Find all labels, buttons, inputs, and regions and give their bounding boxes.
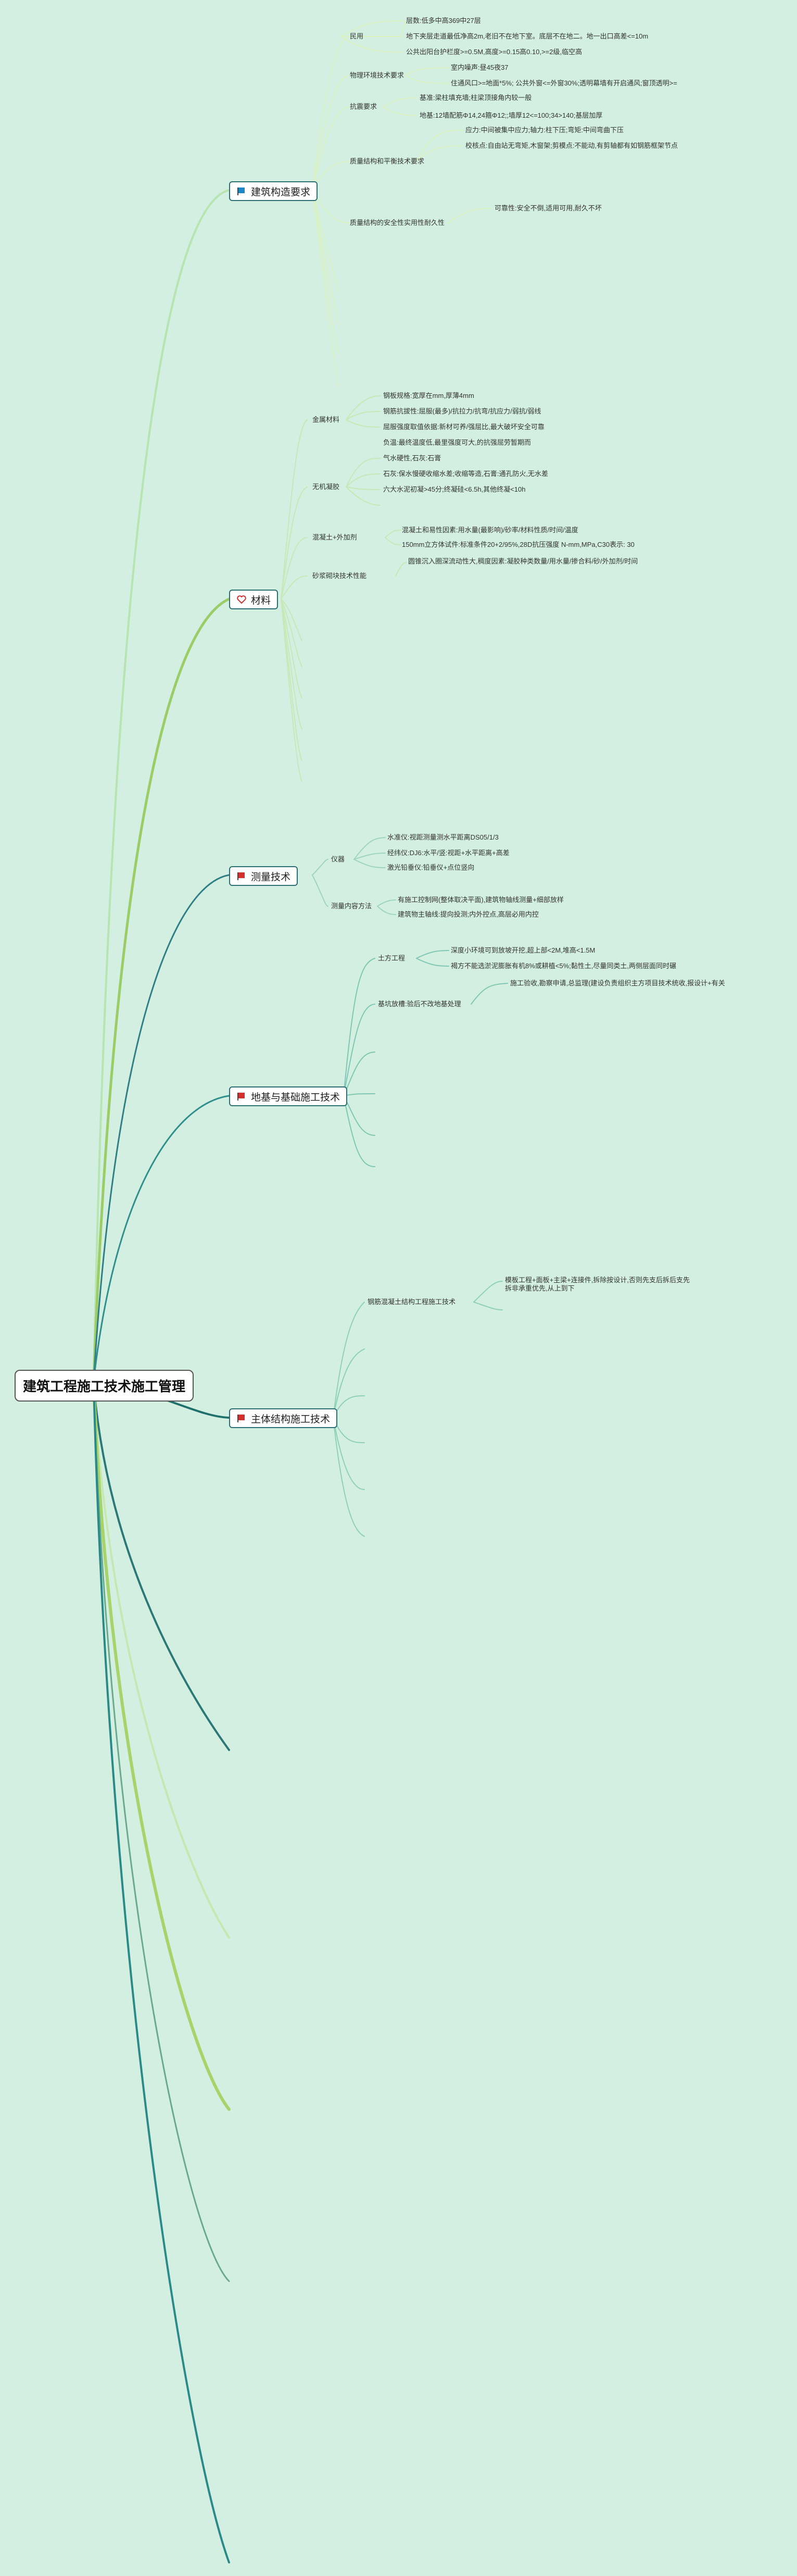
- leaf[interactable]: 经纬仪:DJ6:水平/竖:视距+水平距离+高差: [387, 849, 510, 857]
- leaf[interactable]: 建筑物主轴线:提向投测;内外控点,高层必用内控: [398, 910, 539, 918]
- topic-earthwork[interactable]: 土方工程: [378, 954, 406, 962]
- branch-label: 材料: [251, 595, 271, 606]
- leaf[interactable]: 住通风口>=地面*5%; 公共外窗<=外窗30%;透明幕墙有开启通风;窗顶透明>…: [451, 79, 677, 87]
- topic-metal[interactable]: 金属材料: [312, 416, 340, 423]
- edge-root-extra-3: [92, 1384, 231, 2111]
- topic-pit-inspection[interactable]: 基坑放槽:验后不改地基处理: [378, 1000, 461, 1008]
- flag-blue-icon: [236, 186, 247, 196]
- edge-root-b3: [93, 874, 230, 1381]
- leaf[interactable]: 地基:12墙配筋Φ14,24箍Φ12;;墙厚12<=100;34>140;基层加…: [420, 111, 603, 119]
- leaf[interactable]: 基准:梁柱填充墙;柱梁顶接角内较一般: [420, 94, 532, 102]
- leaf[interactable]: 可靠性:安全不倒,适用可用,耐久不坏: [495, 204, 602, 212]
- leaf[interactable]: 公共出阳台护栏度>=0.5M,高度>=0.15高0.10,>=2级,临空高: [406, 48, 583, 56]
- branch-main-structure[interactable]: 主体结构施工技术: [229, 1408, 338, 1428]
- flag-red-icon: [236, 871, 247, 881]
- leaf[interactable]: 施工验收,勘察申请,总监理(建设负责组织主方项目技术统收,报设计+有关: [510, 979, 725, 987]
- leaf[interactable]: 褐方不能选淤泥膨胀有机8%或耕植<5%;黏性土,尽量同类土,两侧层面同时碾: [451, 962, 677, 970]
- topic-physical-env[interactable]: 物理环境技术要求: [350, 71, 404, 79]
- branch-foundation[interactable]: 地基与基础施工技术: [229, 1086, 348, 1106]
- leaf[interactable]: 深度小环境可到放坡开挖,超上部<2M,堆高<1.5M: [451, 946, 596, 954]
- edge-root-b2: [92, 597, 231, 1382]
- leaf[interactable]: 应力:中间被集中应力;轴力:柱下压;弯矩:中间弯曲下压: [465, 126, 624, 134]
- leaf[interactable]: 混凝土和易性因素:用水量(最影响)/砂率/材料性质/时间/温度: [402, 526, 578, 534]
- branch-materials[interactable]: 材料: [229, 590, 279, 609]
- root-topic[interactable]: 建筑工程施工技术施工管理: [15, 1370, 194, 1402]
- topic-survey-methods[interactable]: 测量内容方法: [331, 902, 372, 910]
- leaf[interactable]: 地下夹层走道最低净高2m,老旧不在地下室。底层不在地二。地一出口高差<=10m: [406, 32, 649, 40]
- leaf[interactable]: 钢筋抗拔性:屈服(最多)/抗拉力/抗弯/抗应力/弱抗/弱线: [383, 407, 541, 415]
- branch-label: 地基与基础施工技术: [251, 1092, 340, 1103]
- topic-structure-balance[interactable]: 质量结构和平衡技术要求: [350, 157, 425, 165]
- edge-root-extra-2: [93, 1384, 230, 1939]
- topic-minyong[interactable]: 民用: [350, 32, 364, 40]
- topic-safety[interactable]: 质量结构的安全性实用性耐久性: [350, 219, 445, 227]
- branch-label: 测量技术: [251, 871, 291, 883]
- leaf[interactable]: 有施工控制网(整体取决平面),建筑物轴线测量+细部放样: [398, 896, 564, 904]
- leaf[interactable]: 六大水泥初凝>45分;终凝硅<6.5h,其他终凝<10h: [383, 485, 526, 493]
- leaf[interactable]: 圆锥沉入圈深流动性大,稠度因素:凝胶种类数量/用水量/掺合料/砂/外加剂/时间: [408, 557, 638, 565]
- topic-seismic[interactable]: 抗震要求: [350, 103, 377, 110]
- topic-inorganic[interactable]: 无机凝胶: [312, 483, 340, 491]
- leaf[interactable]: 室内噪声:昼45夜37: [451, 64, 509, 71]
- leaf[interactable]: 模板工程+面板+主梁+连接件,拆除按设计,否则先支后拆后支先拆非承重优先,从上到…: [505, 1276, 690, 1292]
- leaf[interactable]: 石灰:保水慢硬收缩水差;收缩等造,石膏:通孔防火,无水差: [383, 470, 549, 478]
- heart-icon: [236, 595, 247, 604]
- edge-root-extra-5: [93, 1384, 230, 2564]
- leaf[interactable]: 水准仪:视距测量测水平距离DS05/1/3: [387, 833, 499, 841]
- topic-instruments[interactable]: 仪器: [331, 855, 345, 863]
- edge-root-b1: [93, 189, 230, 1381]
- branch-building-structure[interactable]: 建筑构造要求: [229, 181, 318, 201]
- topic-rc-structure[interactable]: 钢筋混凝土结构工程施工技术: [368, 1298, 456, 1306]
- leaf[interactable]: 屈服强度取值依据:新材可养/强屈比,最大破坏安全可靠: [383, 423, 545, 431]
- edge-root-b4: [93, 1095, 230, 1381]
- topic-mortar[interactable]: 砂浆砌块技术性能: [312, 572, 367, 580]
- topic-concrete[interactable]: 混凝土+外加剂: [312, 533, 357, 541]
- branch-surveying[interactable]: 测量技术: [229, 866, 298, 886]
- leaf[interactable]: 钢板规格:宽厚在mm,厚薄4mm: [383, 392, 474, 399]
- leaf[interactable]: 气水硬性,石灰:石膏: [383, 454, 441, 462]
- edge-root-extra-1: [93, 1384, 230, 1751]
- leaf[interactable]: 层数:低多中高369中27层: [406, 17, 481, 24]
- flag-red-icon: [236, 1414, 247, 1423]
- flag-red-icon: [236, 1092, 247, 1101]
- leaf[interactable]: 150mm立方体试件:标准条件20+2/95%,28D抗压强度 N-mm,MPa…: [402, 541, 635, 548]
- leaf[interactable]: 校核点:自由站无弯矩,木窗架;剪模点:不能动,有剪轴都有如钢筋框架节点: [465, 142, 678, 149]
- leaf[interactable]: 激光铅垂仪:铅垂仪+点位竖向: [387, 864, 475, 871]
- branch-label: 建筑构造要求: [251, 186, 311, 198]
- edge-root-extra-4: [93, 1384, 230, 2282]
- branch-label: 主体结构施工技术: [251, 1414, 331, 1425]
- leaf[interactable]: 负温:最终温度低,最里强度可大,的抗强屈劳暂期而: [383, 439, 531, 446]
